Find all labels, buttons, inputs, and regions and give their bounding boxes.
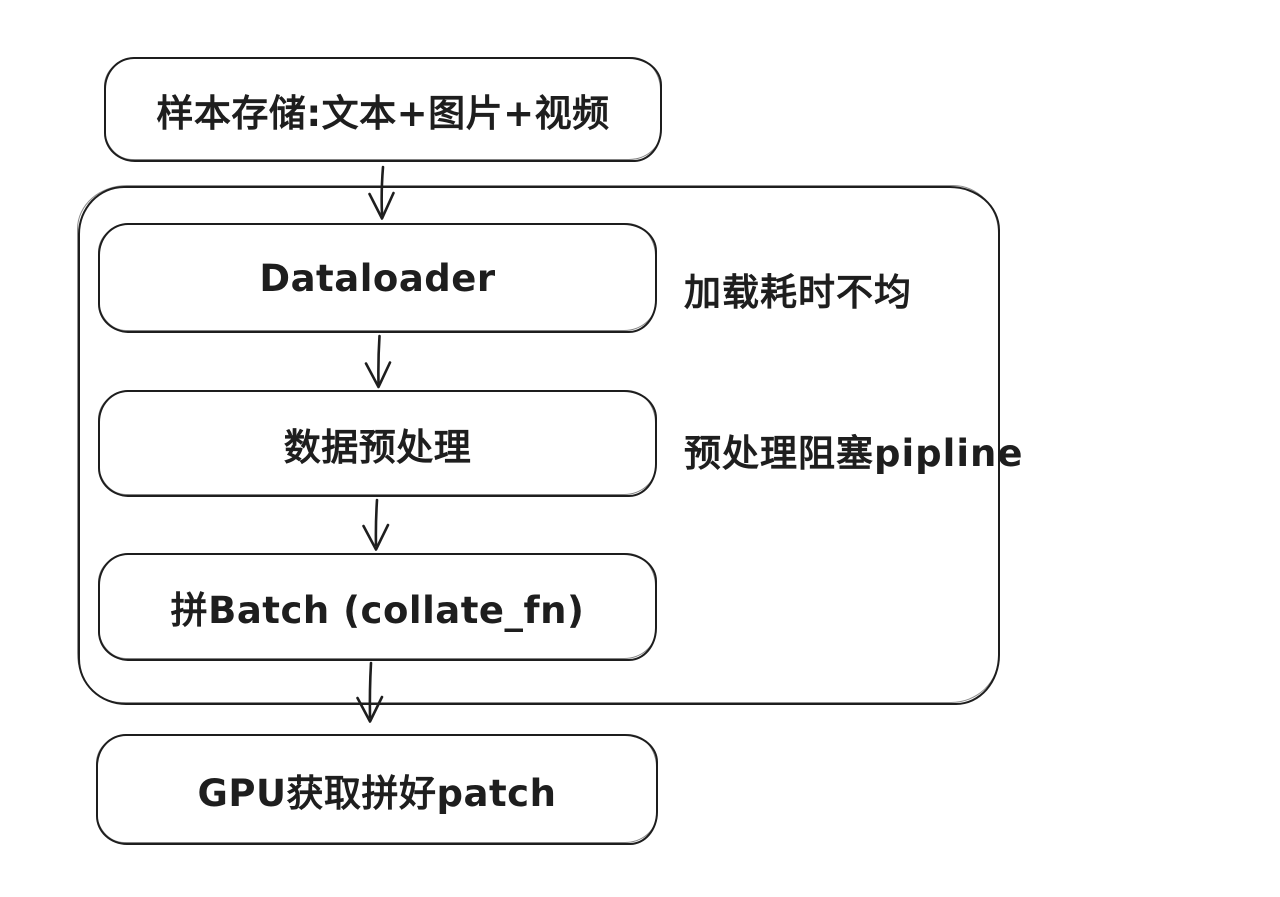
node-sample-storage: 样本存储:文本+图片+视频	[104, 57, 662, 162]
pipeline-group-frame	[77, 185, 1000, 705]
node-collate-batch-label: 拼Batch (collate_fn)	[170, 589, 585, 632]
node-dataloader-label: Dataloader	[259, 256, 496, 300]
node-preprocess-label: 数据预处理	[283, 425, 472, 469]
annotation-preprocess-blocks-pipeline: 预处理阻塞pipline	[684, 432, 1024, 475]
node-gpu-fetch: GPU获取拼好patch	[96, 734, 658, 845]
annotation-loading-time-uneven: 加载耗时不均	[684, 271, 912, 314]
node-collate-batch: 拼Batch (collate_fn)	[98, 553, 657, 661]
node-preprocess: 数据预处理	[98, 390, 657, 497]
node-sample-storage-label: 样本存储:文本+图片+视频	[156, 91, 610, 135]
node-gpu-fetch-label: GPU获取拼好patch	[197, 771, 557, 815]
node-dataloader: Dataloader	[98, 223, 657, 333]
